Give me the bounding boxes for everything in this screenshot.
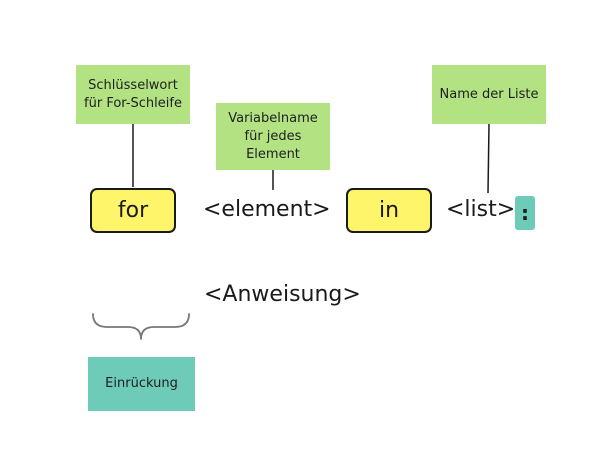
colon-symbol: :: [515, 196, 535, 230]
keyword-for: for: [90, 188, 176, 233]
placeholder-statement: <Anweisung>: [204, 282, 361, 307]
keyword-in: in: [346, 188, 432, 233]
note-keyword: Schlüsselwort für For-Schleife: [76, 65, 190, 124]
placeholder-list: <list>: [446, 197, 516, 222]
placeholder-element: <element>: [203, 197, 331, 222]
indent-brace: [92, 313, 190, 340]
connector-list: [487, 123, 490, 194]
note-indent: Einrückung: [88, 357, 195, 411]
note-list-name: Name der Liste: [432, 65, 546, 124]
note-variable: Variabelname für jedes Element: [216, 103, 330, 170]
